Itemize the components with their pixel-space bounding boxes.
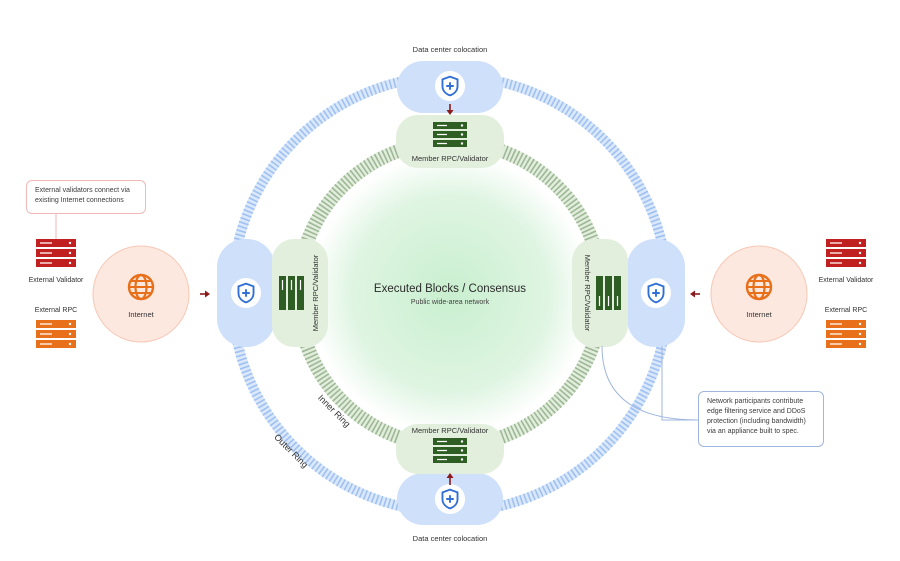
external-validator-label-right: External Validator bbox=[819, 277, 874, 284]
external-rpc-label-right: External RPC bbox=[825, 307, 867, 314]
center-subtitle: Public wide-area network bbox=[411, 299, 490, 306]
server-rack-icon bbox=[433, 438, 467, 463]
bottom-colocation-node bbox=[397, 473, 503, 525]
external-validator-server-icon bbox=[826, 239, 866, 267]
shield-icon bbox=[434, 70, 466, 102]
shield-icon bbox=[230, 277, 262, 309]
external-validators-note: External validators connect via existing… bbox=[26, 180, 146, 214]
server-rack-icon bbox=[596, 276, 621, 310]
server-rack-icon bbox=[433, 122, 467, 147]
edge-filtering-note: Network participants contribute edge fil… bbox=[698, 391, 824, 447]
arrow-left-icon bbox=[690, 290, 700, 298]
external-rpc-server-icon bbox=[36, 320, 76, 348]
shield-icon bbox=[434, 483, 466, 515]
consensus-core bbox=[310, 154, 590, 434]
left-edge-node bbox=[217, 239, 275, 347]
right-edge-node bbox=[627, 239, 685, 347]
note-connector bbox=[601, 345, 699, 421]
member-label-right: Member RPC/Validator bbox=[583, 255, 592, 332]
external-rpc-server-icon bbox=[826, 320, 866, 348]
note-connector bbox=[661, 346, 698, 421]
internet-label-right: Internet bbox=[746, 310, 772, 319]
member-label-top: Member RPC/Validator bbox=[412, 154, 489, 163]
arrow-down-icon bbox=[446, 104, 454, 115]
internet-label-left: Internet bbox=[128, 310, 154, 319]
shield-icon bbox=[640, 277, 672, 309]
arrow-up-icon bbox=[446, 473, 454, 485]
member-label-left: Member RPC/Validator bbox=[311, 254, 320, 331]
arrow-right-icon bbox=[200, 290, 210, 298]
center-title: Executed Blocks / Consensus bbox=[374, 283, 526, 295]
server-rack-icon bbox=[279, 276, 304, 310]
external-validator-label-left: External Validator bbox=[29, 277, 84, 284]
external-validator-server-icon bbox=[36, 239, 76, 267]
top-colocation-node bbox=[397, 61, 503, 113]
bottom-colocation-label: Data center colocation bbox=[413, 534, 488, 543]
external-rpc-label-left: External RPC bbox=[35, 307, 77, 314]
top-colocation-label: Data center colocation bbox=[413, 45, 488, 54]
member-label-bottom: Member RPC/Validator bbox=[412, 426, 489, 435]
